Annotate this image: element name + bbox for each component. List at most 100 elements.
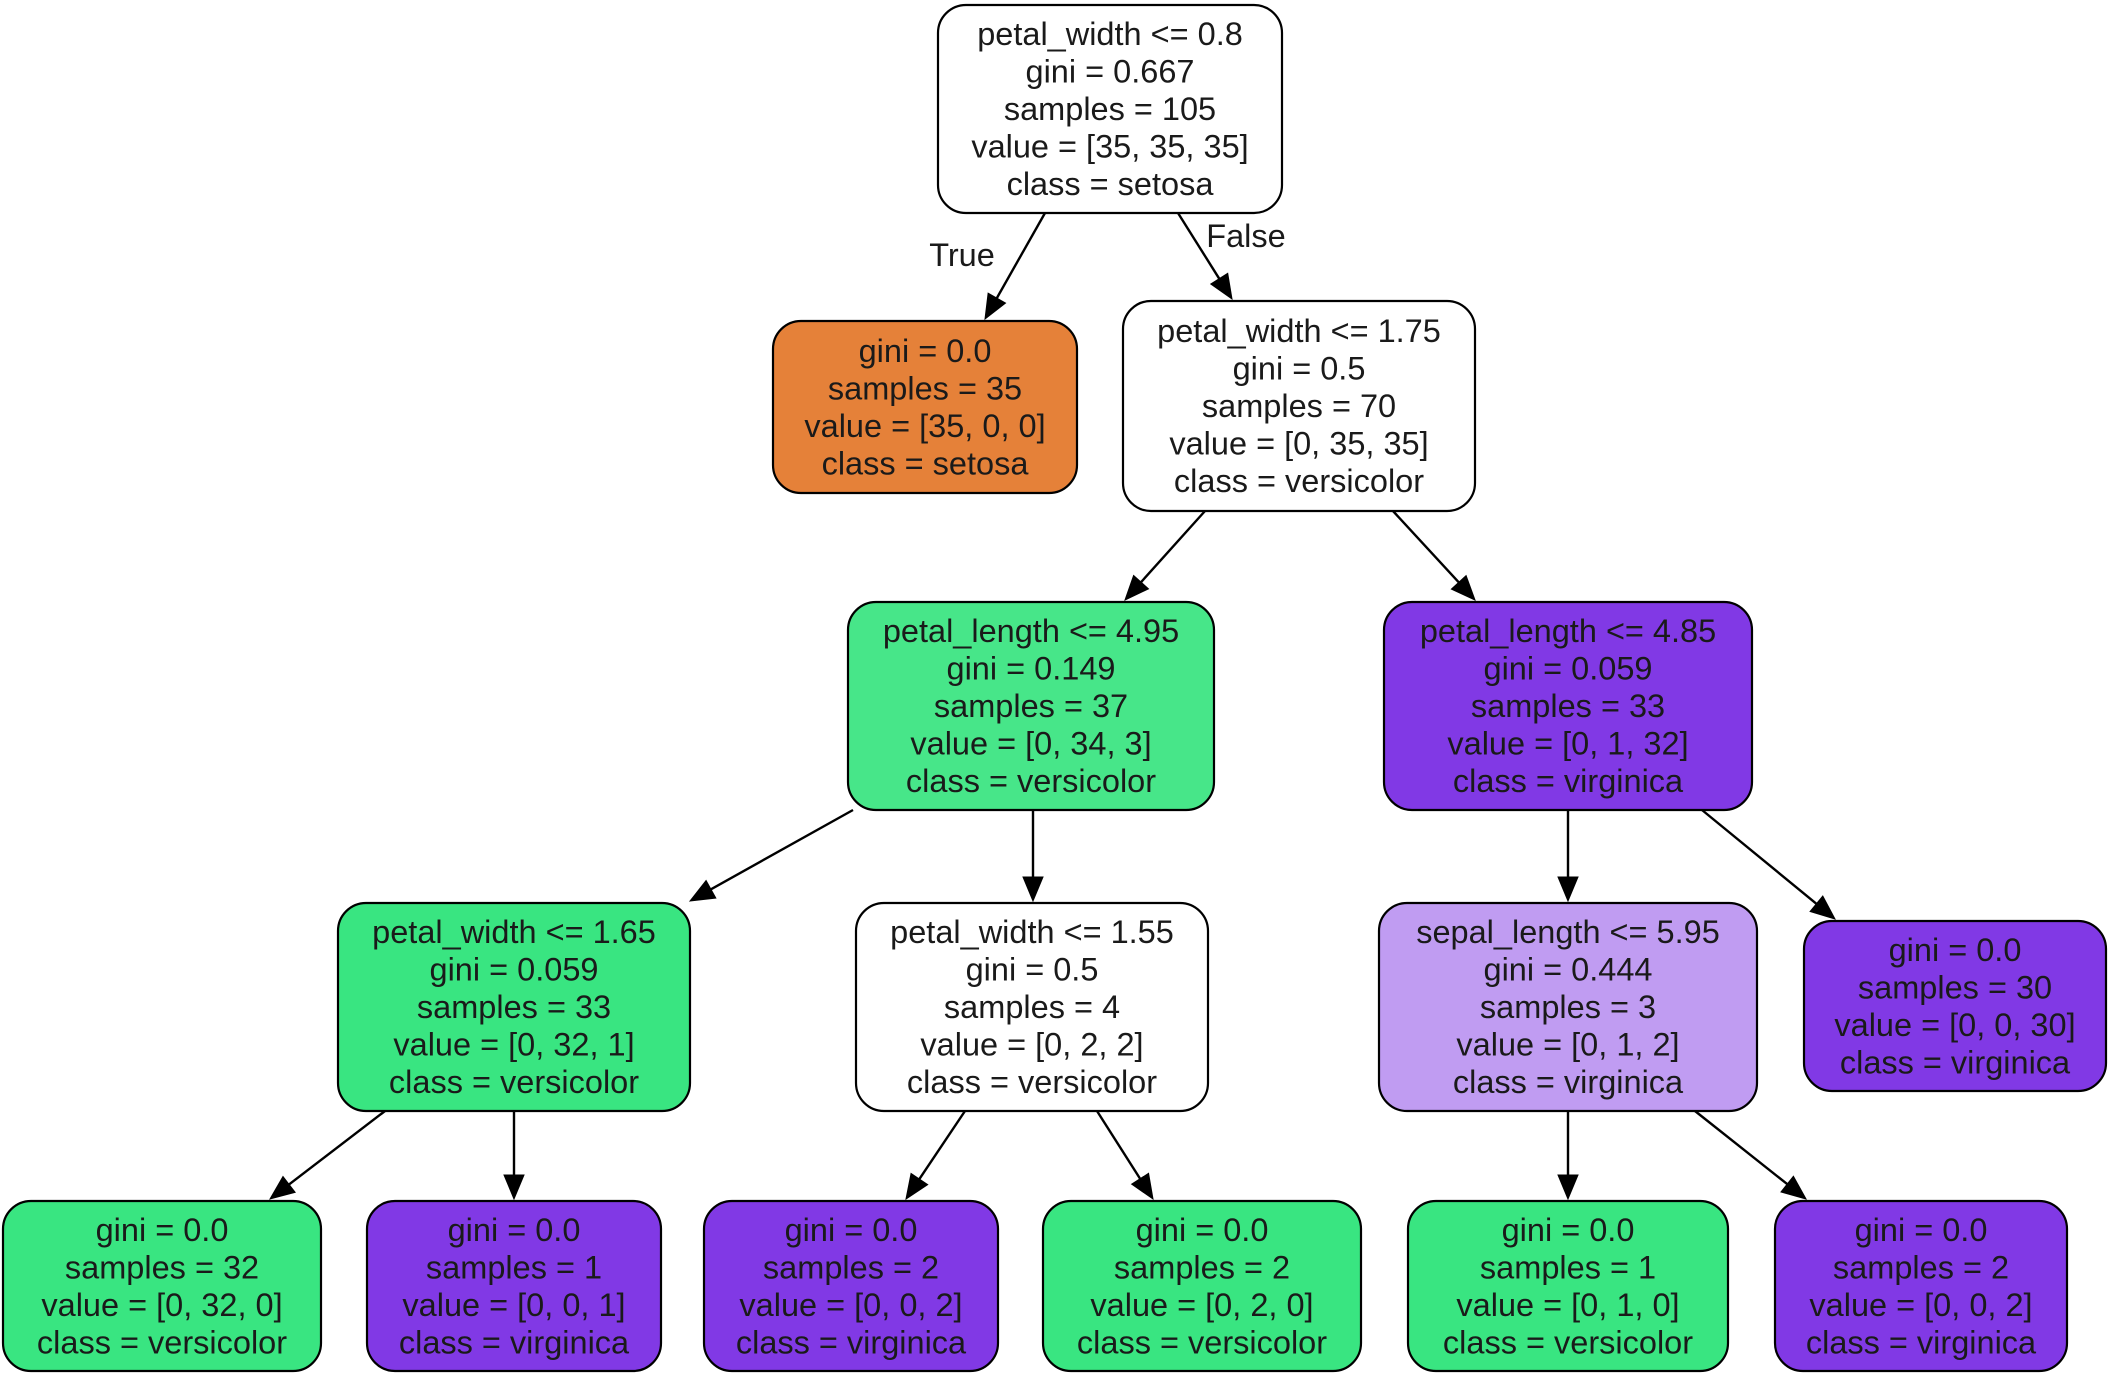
node-line: class = versicolor [907,1064,1157,1100]
edge-line [710,808,854,891]
node-line: value = [0, 2, 2] [920,1027,1143,1063]
node-line: gini = 0.059 [1484,651,1653,687]
edge-line [1392,510,1460,584]
edge-line [1140,510,1206,583]
node-line: class = setosa [822,445,1030,481]
node-line: class = versicolor [37,1324,287,1360]
edge-n0-n1: True [929,212,1047,321]
node-box [771,319,1079,495]
node-line: class = virginica [1453,1064,1684,1100]
node-line: gini = 0.149 [947,651,1116,687]
node-line: gini = 0.444 [1484,952,1653,988]
edges-layer: True False [268,212,1837,1201]
arrow-head [1022,876,1044,903]
node-line: gini = 0.0 [448,1212,581,1248]
node-line: gini = 0.059 [430,952,599,988]
node-box [1041,1199,1363,1373]
node-line: petal_length <= 4.85 [1420,613,1716,649]
node-box [1377,901,1759,1113]
edge-line [1095,1110,1142,1180]
node-line: value = [0, 0, 1] [402,1287,625,1323]
node-line: class = versicolor [906,763,1156,799]
node-line: gini = 0.0 [96,1212,229,1248]
node-line: value = [0, 2, 0] [1090,1287,1313,1323]
arrow-head [1209,272,1233,301]
node-box [365,1199,663,1373]
edge-label-false: False [1206,218,1285,254]
node-line: samples = 105 [1004,91,1216,127]
node-line: gini = 0.0 [785,1212,918,1248]
node-line: value = [0, 1, 2] [1456,1027,1679,1063]
node-line: value = [0, 0, 2] [739,1287,962,1323]
node-line: gini = 0.0 [1136,1212,1269,1248]
edge-n5-n10 [503,1111,525,1201]
arrow-head [688,879,717,902]
edge-line [1701,809,1818,905]
node-box [854,901,1210,1113]
node-line: value = [0, 1, 0] [1456,1287,1679,1323]
edge-n7-n14 [1694,1110,1808,1200]
node-line: class = setosa [1007,166,1215,202]
node-box [702,1199,1000,1373]
edge-n2-n4 [1392,510,1476,601]
node-line: gini = 0.667 [1026,54,1195,90]
node-box [1,1199,323,1373]
arrow-head [1450,574,1476,601]
node-line: petal_width <= 0.8 [977,16,1243,52]
edge-label-true: True [929,237,995,273]
edge-n7-n13 [1557,1111,1579,1201]
node-line: class = virginica [1840,1044,2071,1080]
node-box [1121,299,1477,513]
node-line: value = [35, 0, 0] [804,408,1045,444]
edge-line [918,1110,966,1180]
node-line: petal_width <= 1.65 [372,914,656,950]
arrow-head [984,292,1007,321]
node-line: petal_length <= 4.95 [883,613,1179,649]
node-line: class = virginica [736,1324,967,1360]
arrow-head [1130,1172,1154,1201]
node-line: samples = 3 [1480,989,1656,1025]
node-line: samples = 2 [763,1249,939,1285]
edge-n3-n5 [688,808,854,902]
arrow-head [503,1174,525,1201]
arrow-head [268,1175,296,1200]
node-line: class = versicolor [1174,463,1424,499]
node-line: samples = 32 [65,1249,259,1285]
node-box [846,600,1216,812]
node-line: samples = 2 [1833,1249,2009,1285]
node-box [1773,1199,2069,1373]
node-line: value = [0, 32, 0] [41,1287,282,1323]
node-line: samples = 1 [426,1249,602,1285]
node-line: petal_width <= 1.75 [1157,313,1441,349]
node-box [1802,919,2108,1093]
node-line: samples = 30 [1858,969,2052,1005]
edge-n3-n6 [1022,810,1044,903]
node-box [1382,600,1754,812]
edge-line [1694,1110,1788,1186]
edge-n0-n2: False [1176,212,1286,301]
node-line: value = [0, 0, 2] [1809,1287,2032,1323]
node-line: gini = 0.0 [1889,932,2022,968]
node-line: class = virginica [1806,1324,2037,1360]
arrow-head [1124,574,1150,601]
node-line: samples = 70 [1202,388,1396,424]
arrow-head [905,1172,929,1201]
node-line: class = virginica [1453,763,1684,799]
node-line: gini = 0.5 [1233,351,1366,387]
arrow-head [1809,895,1837,920]
node-line: class = versicolor [389,1064,639,1100]
node-line: samples = 1 [1480,1249,1656,1285]
node-box [1406,1199,1730,1373]
